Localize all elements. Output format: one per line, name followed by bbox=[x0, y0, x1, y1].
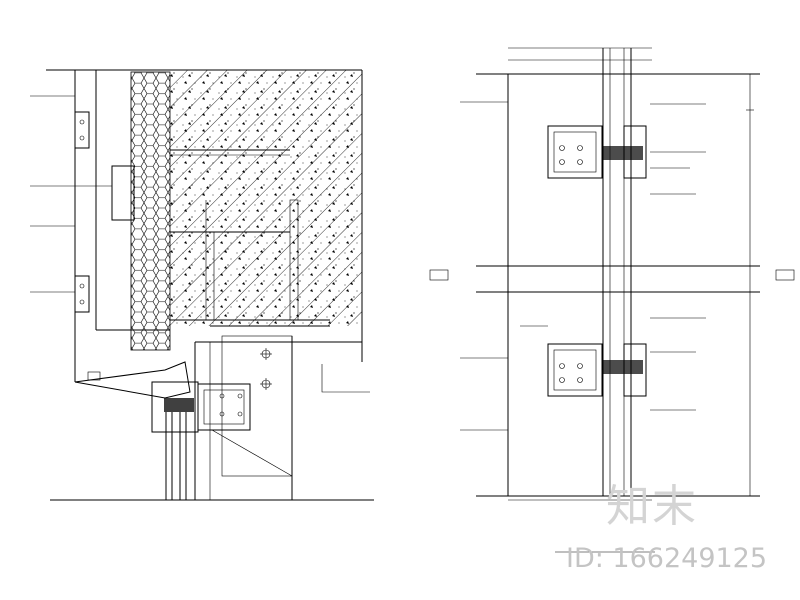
right-elevation-detail bbox=[429, 47, 795, 553]
left-section-detail bbox=[30, 69, 374, 501]
watermark-id: ID: 166249125 bbox=[566, 543, 768, 574]
watermark-logo: 知末 bbox=[606, 481, 698, 532]
